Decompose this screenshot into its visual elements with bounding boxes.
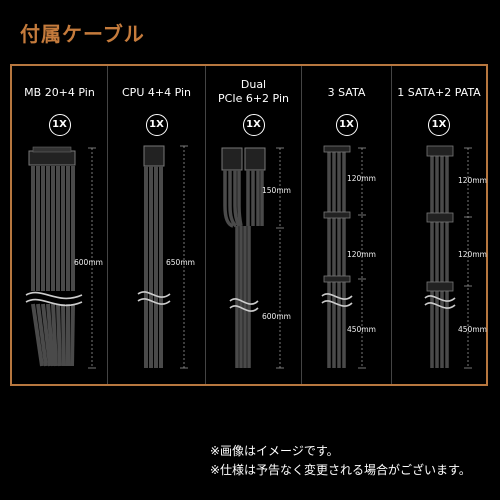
quantity-badge: 1X	[428, 114, 450, 136]
length-label: 450mm	[347, 325, 376, 334]
disclaimer-image: ※画像はイメージです。	[210, 444, 339, 458]
cable-panel: MB 20+4 Pin 1X 600mm CPU 4+4 Pin	[10, 64, 488, 386]
cpu-cable-illustration	[137, 145, 188, 369]
length-label: 120mm	[347, 250, 376, 259]
page-title: 付属ケーブル	[20, 22, 145, 46]
sata-pata-cable-illustration	[424, 145, 472, 369]
column-sata-pata-cable: 1 SATA+2 PATA 1X 120mm 120mm 450mm	[392, 66, 487, 384]
length-label: 600mm	[74, 258, 103, 267]
quantity-badge: 1X	[48, 114, 71, 136]
column-title-line1: Dual	[240, 78, 267, 91]
length-label: 120mm	[458, 176, 487, 185]
column-title: MB 20+4 Pin	[24, 86, 95, 99]
pcie-cable-illustration	[221, 147, 284, 369]
disclaimer-spec: ※仕様は予告なく変更される場合がございます。	[210, 463, 471, 477]
sata-cable-illustration	[321, 145, 366, 369]
quantity-badge: 1X	[242, 114, 265, 136]
column-title: CPU 4+4 Pin	[122, 86, 191, 99]
column-mb-cable: MB 20+4 Pin 1X 600mm	[12, 66, 108, 384]
length-label: 120mm	[458, 250, 487, 259]
length-label: 120mm	[347, 174, 376, 183]
column-cpu-cable: CPU 4+4 Pin 1X 650mm	[108, 66, 206, 384]
column-title: 1 SATA+2 PATA	[397, 86, 481, 99]
column-title-line2: PCIe 6+2 Pin	[218, 92, 289, 105]
column-title: 3 SATA	[327, 86, 366, 99]
mb-cable-illustration	[25, 146, 96, 369]
column-sata-cable: 3 SATA 1X 120mm 120mm 450mm	[302, 66, 392, 384]
quantity-badge: 1X	[335, 114, 358, 136]
column-pcie-cable: Dual PCIe 6+2 Pin 1X 150mm 600mm	[206, 66, 302, 384]
length-label: 600mm	[262, 312, 291, 321]
length-label: 150mm	[262, 186, 291, 195]
length-label: 650mm	[166, 258, 195, 267]
length-label: 450mm	[458, 325, 487, 334]
quantity-badge: 1X	[145, 114, 168, 136]
